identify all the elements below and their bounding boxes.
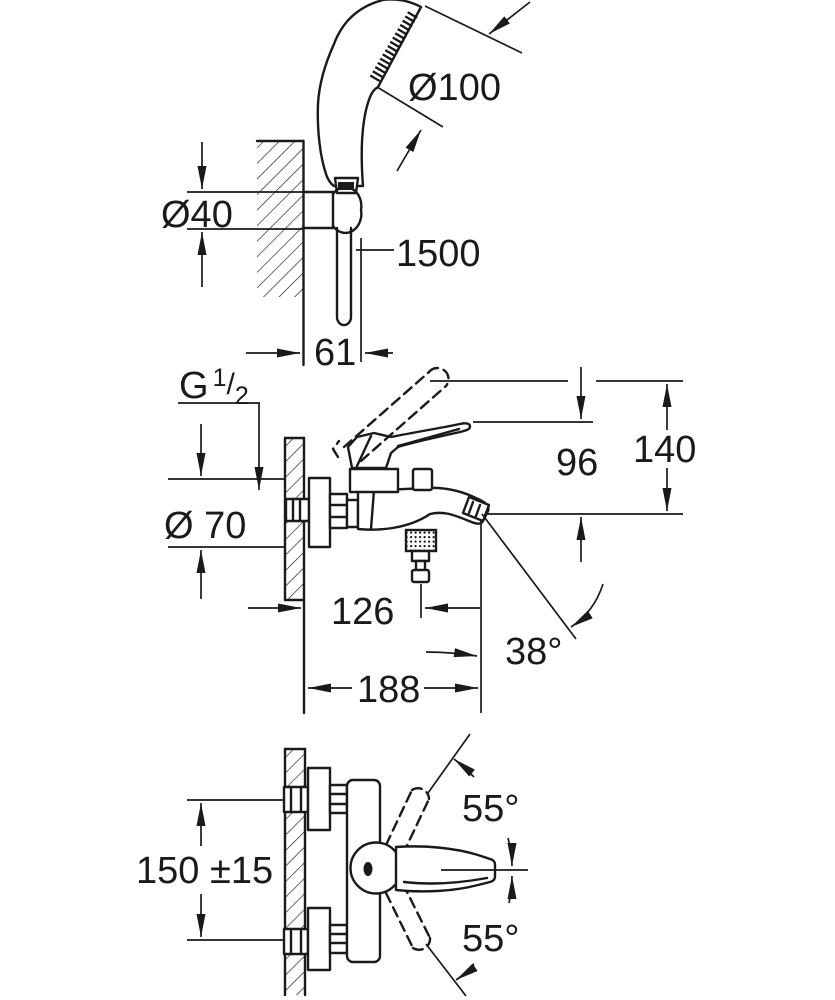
dim-diverter-offset: 126: [331, 591, 394, 633]
dim-overall-height: 140: [633, 429, 696, 471]
lever-handle-plan: [394, 845, 497, 893]
plan-view-dimensions: 150 ±15 55° 55°: [136, 733, 519, 997]
escutcheon: [307, 476, 332, 549]
lever-up-dashed: [384, 787, 431, 856]
union-nut-bottom: [328, 923, 349, 955]
union-nut: [328, 492, 349, 530]
dim-holder-diameter: Ø40: [161, 194, 233, 236]
dim-head-diameter: Ø100: [408, 67, 501, 109]
dim-spout-to-lever: 96: [556, 442, 598, 484]
spray-face-texture: [369, 11, 418, 83]
hand-shower-view: [255, 0, 423, 367]
top-view-dimensions: Ø100 Ø40 1500 61: [161, 1, 531, 374]
mixer-body-spout: [356, 486, 490, 531]
mixer-plan-view: [282, 747, 528, 997]
wall-bolt-bottom: [282, 927, 310, 956]
escutcheon-bottom: [306, 906, 332, 972]
holder-knob: [331, 185, 363, 235]
union-nut-top: [328, 783, 349, 815]
dim-hose-length: 1500: [396, 233, 481, 275]
dim-spout-angle: 38°: [505, 631, 562, 673]
mixer-side-view: [283, 366, 491, 715]
dim-connection-spacing: 150 ±15: [136, 850, 273, 892]
wall-hatching: [257, 141, 303, 297]
dim-overall-depth: 188: [357, 669, 420, 711]
dim-escutcheon-diameter: Ø 70: [164, 505, 246, 547]
lever-raised-dashed: [331, 366, 450, 463]
handle-pivot-cap: [349, 841, 403, 895]
pivot-detail: [363, 862, 373, 876]
diverter-knob: [404, 528, 438, 584]
wall-bolt-top: [282, 785, 310, 814]
dim-lever-swing-down: 55°: [462, 918, 519, 960]
shower-hose: [335, 226, 353, 327]
shower-hose-connector: [411, 467, 434, 492]
union-collar: [345, 498, 360, 529]
escutcheon-top: [306, 766, 332, 832]
dim-holder-projection: 61: [314, 332, 356, 374]
cartridge-housing: [348, 467, 400, 494]
dim-lever-swing-up: 55°: [462, 788, 519, 830]
lever-down-dashed: [384, 882, 432, 951]
wall-union-nipple: [284, 497, 311, 523]
